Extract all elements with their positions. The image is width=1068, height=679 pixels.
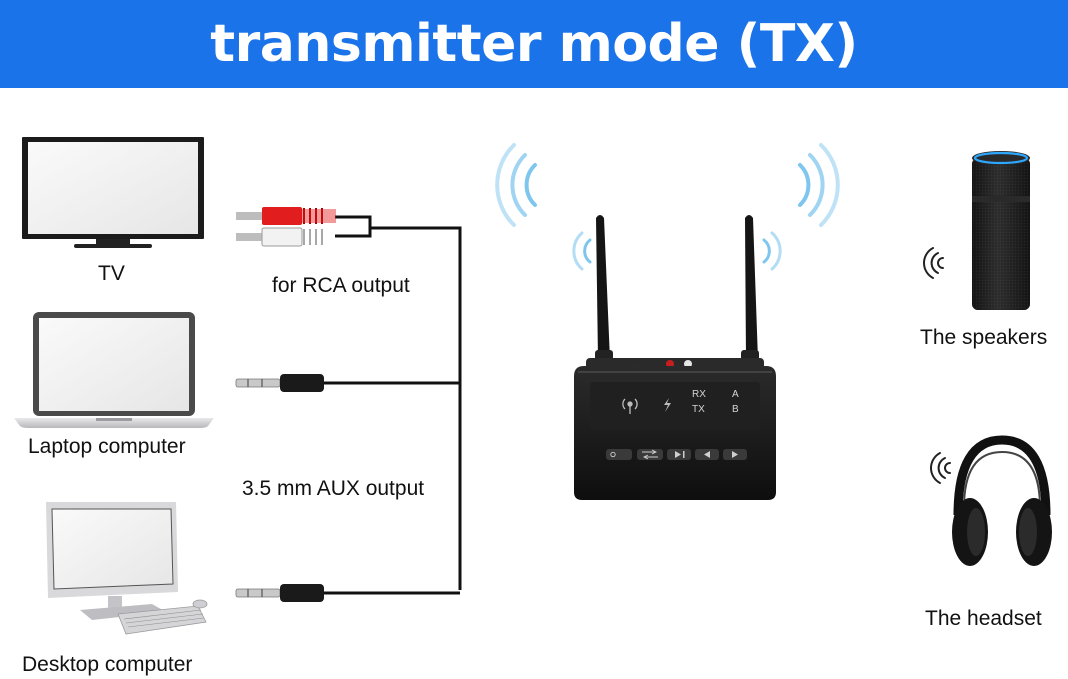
page-title: transmitter mode (TX) <box>210 14 858 74</box>
aux-output-label: 3.5 mm AUX output <box>242 477 425 500</box>
speaker-wireless-icon <box>923 247 944 279</box>
headset-wireless-icon <box>930 452 951 484</box>
swap-button <box>637 449 663 460</box>
aux-plug-desktop <box>235 584 324 602</box>
laptop-illustration <box>14 312 214 428</box>
speakers-label: The speakers <box>920 326 1048 349</box>
tv-label: TV <box>98 262 125 285</box>
laptop-label: Laptop computer <box>28 435 186 458</box>
rca-plugs <box>236 207 336 247</box>
charge-indicator-icon <box>664 398 671 412</box>
rca-output-label: for RCA output <box>272 274 410 297</box>
indicator-tx: TX <box>692 404 705 415</box>
mode-button <box>606 449 632 460</box>
title-banner: transmitter mode (TX) <box>0 0 1068 88</box>
cable-lines <box>322 215 462 595</box>
indicator-b: B <box>732 404 739 415</box>
device-button-row <box>606 449 747 460</box>
tv-illustration <box>22 137 204 248</box>
device-wireless-waves <box>495 143 840 271</box>
desktop-label: Desktop computer <box>22 653 193 676</box>
aux-plug-laptop <box>235 374 324 392</box>
indicator-rx: RX <box>692 389 706 400</box>
indicator-a: A <box>732 389 739 400</box>
speaker-illustration <box>972 151 1030 310</box>
bluetooth-signal-icon <box>622 398 638 414</box>
headset-illustration <box>952 435 1052 566</box>
headset-label: The headset <box>925 607 1042 630</box>
desktop-illustration <box>46 502 208 635</box>
